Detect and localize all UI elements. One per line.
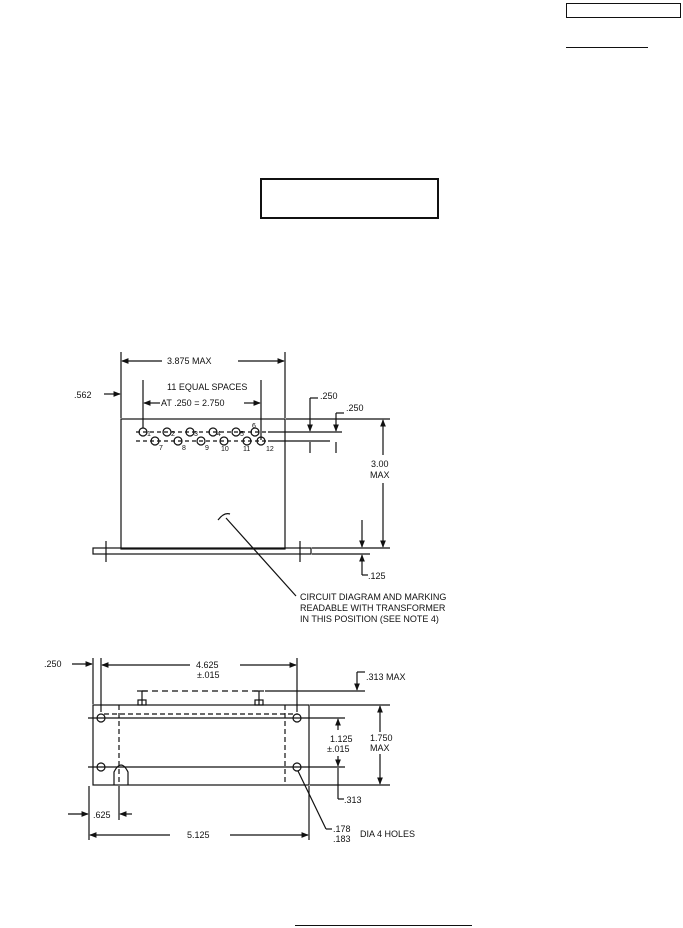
terminal-label-3: 3 — [194, 431, 198, 438]
total-length-label: 5.125 — [187, 830, 210, 840]
title-box — [260, 178, 439, 219]
terminal-height-label: .313 MAX — [366, 672, 406, 682]
left-hole-offset-label: .625 — [93, 810, 111, 820]
base-thickness-label: .125 — [368, 571, 386, 581]
hole-vertical-label-2: ±.015 — [327, 744, 349, 754]
side-view-labels: .250 4.625 ±.015 .313 MAX 1.125 ±.015 1.… — [44, 659, 415, 844]
terminal-label-4: 4 — [217, 431, 221, 438]
top-view — [92, 352, 390, 597]
spacing-label-1: 11 EQUAL SPACES — [167, 382, 247, 392]
hole-spacing-label-1: 4.625 — [196, 660, 219, 670]
terminal-label-10: 10 — [221, 446, 229, 453]
left-edge-label: .250 — [44, 659, 62, 669]
hole-note: DIA 4 HOLES — [360, 829, 415, 839]
height-label-1: 3.00 — [371, 459, 389, 469]
terminal-label-11: 11 — [243, 446, 250, 453]
header-box-top-right — [566, 3, 681, 18]
terminal-label-12: 12 — [266, 446, 274, 453]
hole-vertical-label-1: 1.125 — [330, 734, 353, 744]
width-label: 3.875 MAX — [167, 356, 212, 366]
spacing-label-2: AT .250 = 2.750 — [161, 398, 224, 408]
terminal-label-5: 5 — [240, 431, 244, 438]
height-label-2: MAX — [370, 470, 390, 480]
note-line-1: CIRCUIT DIAGRAM AND MARKING — [300, 592, 446, 602]
terminal-offset-label-1: .250 — [320, 391, 338, 401]
top-view-labels: 3.875 MAX 11 EQUAL SPACES AT .250 = 2.75… — [74, 356, 446, 624]
terminal-label-9: 9 — [205, 445, 209, 452]
terminal-label-1: 1 — [147, 431, 151, 438]
terminal-label-7: 7 — [159, 445, 163, 452]
header-rule-top-right — [566, 47, 648, 48]
hole-dia-label-2: .183 — [333, 834, 351, 844]
side-view — [68, 658, 390, 840]
bottom-offset-label: .313 — [344, 795, 362, 805]
left-offset-label: .562 — [74, 390, 92, 400]
terminal-label-6: 6 — [252, 423, 256, 430]
terminal-offset-label-2: .250 — [346, 403, 364, 413]
note-line-2: READABLE WITH TRANSFORMER — [300, 603, 446, 613]
hole-spacing-label-2: ±.015 — [197, 670, 219, 680]
hole-dia-label-1: .178 — [333, 824, 351, 834]
height-label-1: 1.750 — [370, 733, 393, 743]
footer-rule — [295, 925, 472, 926]
height-label-2: MAX — [370, 743, 390, 753]
terminal-label-2: 2 — [171, 431, 175, 438]
note-line-3: IN THIS POSITION (SEE NOTE 4) — [300, 614, 439, 624]
terminal-label-8: 8 — [182, 445, 186, 452]
